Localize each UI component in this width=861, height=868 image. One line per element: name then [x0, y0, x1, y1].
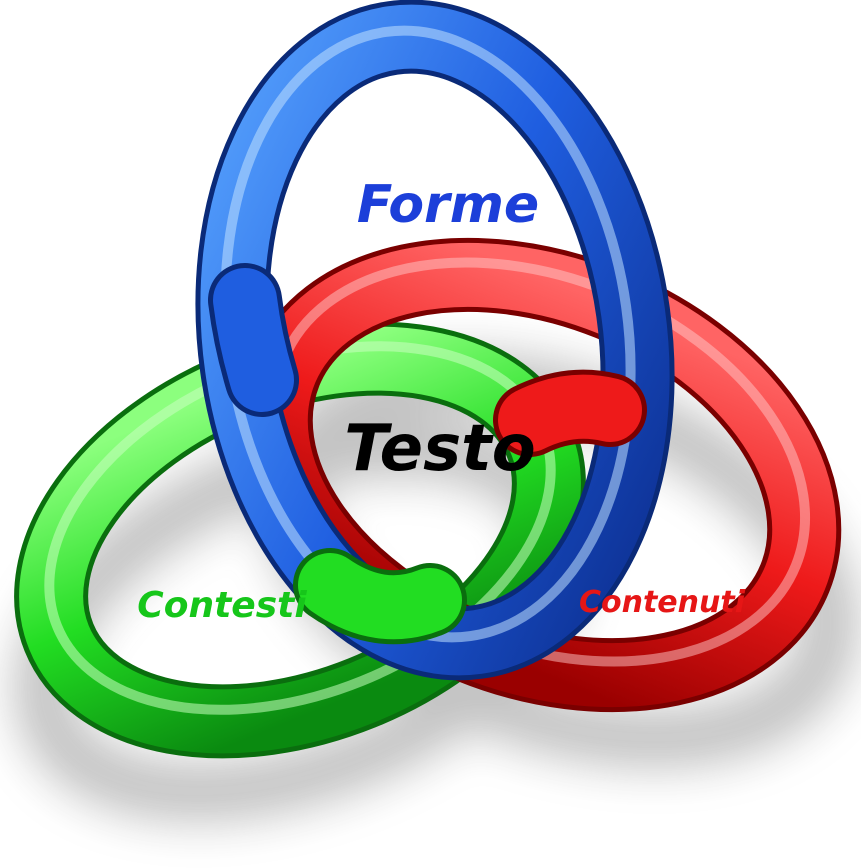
label-forme: Forme	[357, 175, 539, 235]
green-over-blue-crossing	[293, 548, 467, 645]
red-over-green-crossing	[493, 369, 647, 457]
label-contenuti: Contenuti	[579, 585, 746, 620]
blue-over-red-crossing	[208, 263, 299, 417]
label-testo: Testo	[344, 412, 535, 486]
label-contesti: Contesti	[137, 585, 307, 626]
